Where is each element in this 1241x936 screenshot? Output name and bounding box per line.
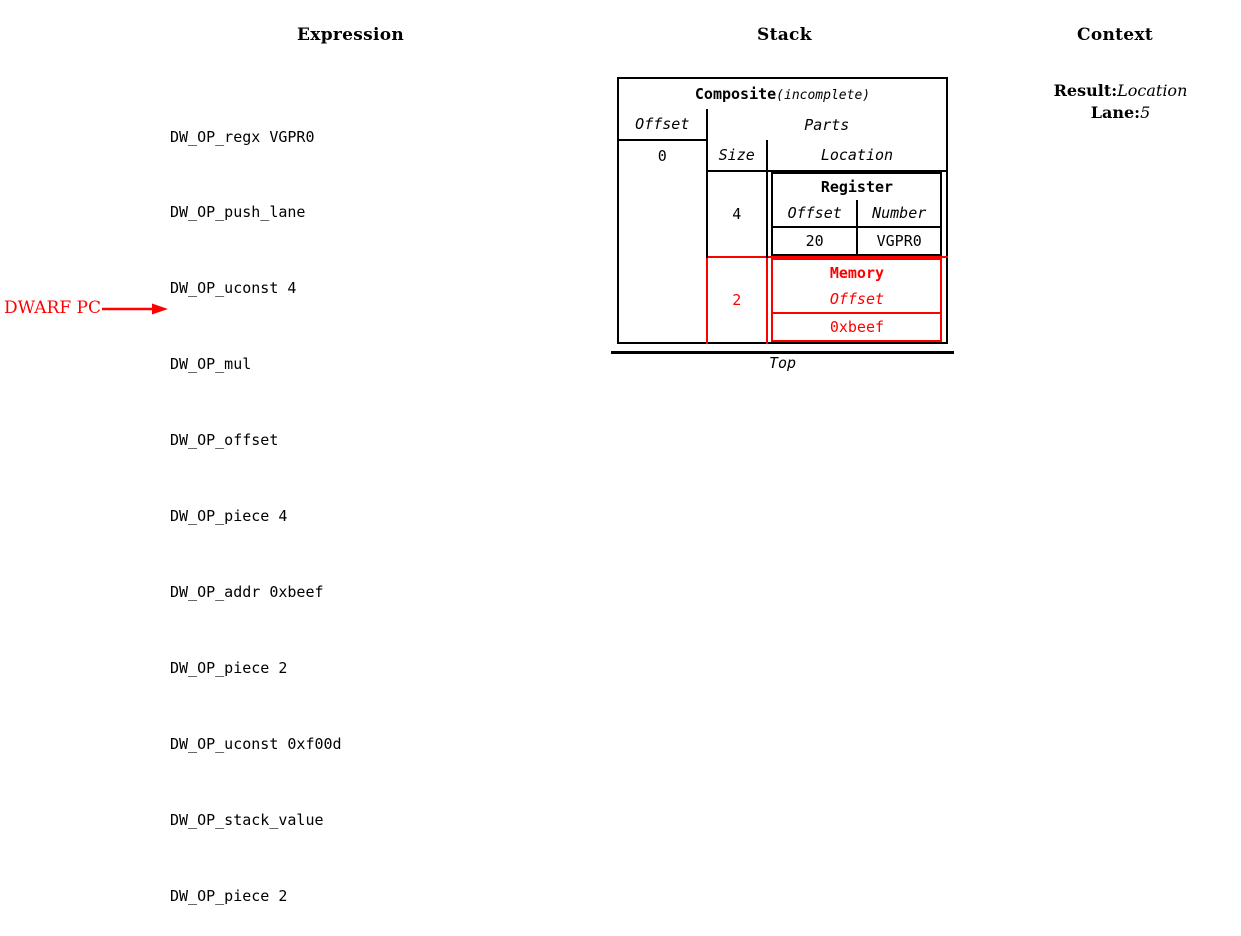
page-title-context: Context: [1077, 25, 1153, 45]
expression-operation-list: DW_OP_regx VGPR0 DW_OP_push_lane DW_OP_u…: [170, 74, 342, 936]
memory-value-row: 0xbeef: [771, 312, 943, 342]
header-location: Location: [766, 140, 947, 172]
expression-op-line: DW_OP_piece 2: [170, 658, 288, 677]
header-size: Size: [706, 140, 768, 172]
composite-title-qualifier: (incomplete): [776, 88, 871, 103]
register-header-number: Number: [855, 200, 943, 228]
dwarf-pc-marker: DWARF PC: [4, 298, 170, 318]
offset-spacer: [618, 171, 708, 257]
memory-location-table: Memory Offset 0xbeef: [771, 258, 943, 342]
context-key: Lane:: [1090, 103, 1141, 122]
register-number-value: VGPR0: [855, 226, 943, 256]
right-arrow-icon: [101, 303, 168, 315]
expression-op-line: DW_OP_uconst 4: [170, 279, 297, 298]
register-kind-label: Register: [771, 172, 943, 200]
stack-entry-composite: Composite(incomplete) Offset Parts 0 Siz…: [617, 77, 948, 344]
header-offset: Offset: [618, 109, 708, 141]
context-value: 5: [1140, 103, 1151, 122]
stack-header-row-2: 0 Size Location: [618, 140, 947, 172]
offset-value: 0: [618, 140, 708, 171]
stack-part-row-highlighted: 2 Memory Offset 0xbeef: [618, 256, 947, 343]
page-title-expression: Expression: [297, 25, 405, 45]
part-location: Memory Offset 0xbeef: [766, 256, 947, 343]
expression-op-line: DW_OP_mul: [170, 355, 252, 374]
stack-header-row-1: Offset Parts: [618, 109, 947, 141]
register-value-row: 20 VGPR0: [771, 226, 943, 256]
expression-op-line: DW_OP_piece 4: [170, 507, 288, 526]
register-header-offset: Offset: [771, 200, 858, 228]
context-key: Result:: [1053, 81, 1118, 100]
expression-op-line: DW_OP_push_lane: [170, 203, 306, 222]
register-header-row: Offset Number: [771, 200, 943, 228]
context-values: Result:Location Lane:5: [1000, 80, 1241, 124]
register-location-table: Register Offset Number 20 VGPR0: [771, 172, 943, 256]
stack-top-caption: Top: [768, 354, 797, 372]
stack-title-row: Composite(incomplete): [618, 78, 947, 109]
context-row-result: Result:Location: [1000, 80, 1241, 102]
memory-title-row: Memory: [771, 258, 943, 286]
page-title-stack: Stack: [757, 25, 812, 45]
memory-kind-label: Memory: [771, 258, 943, 286]
memory-offset-value: 0xbeef: [771, 312, 943, 342]
stack-table: Composite(incomplete) Offset Parts 0 Siz…: [617, 77, 948, 344]
dwarf-pc-label: DWARF PC: [4, 298, 101, 318]
part-size: 4: [706, 171, 768, 257]
offset-spacer: [618, 257, 708, 343]
stack-base-rule: [611, 351, 954, 354]
memory-header-offset: Offset: [771, 286, 943, 314]
expression-op-line: DW_OP_piece 2: [170, 886, 288, 905]
register-title-row: Register: [771, 172, 943, 200]
context-value: Location: [1117, 81, 1188, 100]
header-parts: Parts: [804, 115, 850, 134]
expression-op-line: DW_OP_offset: [170, 431, 279, 450]
expression-op-line: DW_OP_stack_value: [170, 810, 324, 829]
expression-op-line: DW_OP_regx VGPR0: [170, 127, 315, 146]
register-offset-value: 20: [771, 226, 858, 256]
stack-part-row: 4 Register Offset Number 20: [618, 171, 947, 257]
memory-header-row: Offset: [771, 286, 943, 314]
part-location: Register Offset Number 20 VGPR0: [767, 171, 947, 257]
part-size: 2: [706, 256, 768, 343]
expression-op-line: DW_OP_addr 0xbeef: [170, 582, 324, 601]
context-row-lane: Lane:5: [1000, 102, 1241, 124]
composite-title-cell: Composite(incomplete): [618, 78, 947, 109]
expression-op-line-current: DW_OP_uconst 0xf00d: [170, 734, 342, 753]
composite-title: Composite: [694, 85, 777, 103]
